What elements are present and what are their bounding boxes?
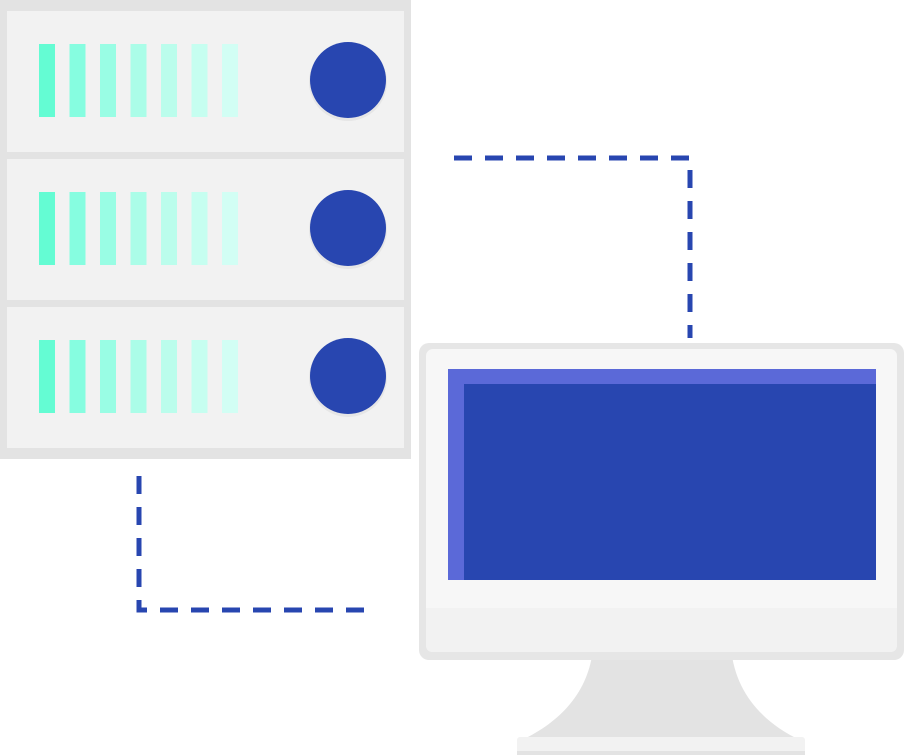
- status-bar: [161, 340, 177, 413]
- monitor-chin: [426, 608, 897, 652]
- indicator-light: [310, 338, 386, 414]
- status-bar: [100, 340, 116, 413]
- status-bar: [39, 44, 55, 117]
- server-unit: [7, 159, 404, 300]
- status-bar: [130, 44, 147, 117]
- monitor-stand: [522, 648, 800, 740]
- status-bar: [161, 192, 177, 265]
- indicator-light: [310, 190, 386, 266]
- status-bar: [222, 44, 238, 117]
- status-bar: [130, 192, 147, 265]
- status-bar: [39, 340, 55, 413]
- monitor-base-edge: [517, 751, 805, 755]
- status-bar: [161, 44, 177, 117]
- status-bar: [39, 192, 55, 265]
- connector-line-server-top-to-monitor: [454, 155, 693, 338]
- status-bar: [191, 340, 208, 413]
- status-bar: [69, 340, 86, 413]
- status-bar: [191, 44, 208, 117]
- status-bar: [222, 192, 238, 265]
- status-bar: [69, 44, 86, 117]
- status-bar: [100, 192, 116, 265]
- status-bar: [191, 192, 208, 265]
- server-units: [7, 11, 404, 448]
- monitor-base: [517, 737, 805, 755]
- status-bar: [100, 44, 116, 117]
- indicator-light: [310, 42, 386, 118]
- connector-line-server-bottom-to-monitor: [136, 476, 372, 613]
- status-bar: [222, 340, 238, 413]
- server-unit: [7, 307, 404, 448]
- server-unit: [7, 11, 404, 152]
- monitor-screen: [464, 384, 876, 580]
- status-bar: [130, 340, 147, 413]
- status-bar: [69, 192, 86, 265]
- desktop-monitor-icon: [419, 343, 904, 755]
- server-rack-icon: [0, 0, 411, 459]
